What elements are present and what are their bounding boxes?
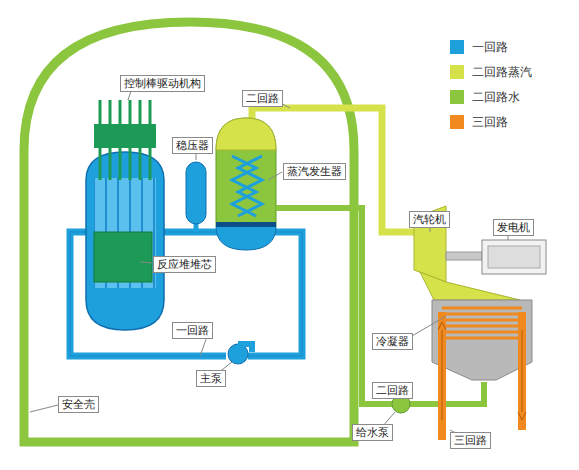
callout-box: 一回路 xyxy=(172,322,213,339)
callout-box: 控制棒驱动机构 xyxy=(120,75,205,92)
legend-swatch xyxy=(450,115,464,129)
pressurizer xyxy=(186,162,206,224)
callout-text: 三回路 xyxy=(454,434,487,447)
generator xyxy=(482,240,546,274)
callout-box: 反应堆堆芯 xyxy=(153,256,216,273)
legend-swatch xyxy=(450,65,464,79)
exhaust-hood xyxy=(420,272,520,300)
containment-wall xyxy=(24,22,354,442)
flow-arrows xyxy=(442,330,522,420)
legend-swatch xyxy=(450,40,464,54)
callout-box: 稳压器 xyxy=(172,137,213,154)
callout-text: 一回路 xyxy=(176,324,209,337)
callout-box: 给水泵 xyxy=(352,424,393,441)
steam-dome xyxy=(216,118,276,150)
legend-text: 一回路 xyxy=(472,40,508,54)
cooling-pipe xyxy=(442,312,522,440)
turbine xyxy=(414,206,446,282)
fuel-assemblies xyxy=(94,178,156,288)
pump-outlet xyxy=(238,344,252,352)
callout-text: 控制棒驱动机构 xyxy=(124,77,201,90)
callout-text: 冷凝器 xyxy=(376,335,409,348)
callout-box: 二回路 xyxy=(242,90,283,107)
callout-box: 蒸汽发生器 xyxy=(283,163,346,180)
legend-text: 二回路蒸汽 xyxy=(472,65,532,79)
shaft xyxy=(446,252,482,260)
callout-box: 三回路 xyxy=(450,432,491,449)
callout-box: 汽轮机 xyxy=(409,211,450,228)
condenser xyxy=(432,300,532,380)
sg-tubes xyxy=(232,156,262,216)
callout-box: 冷凝器 xyxy=(372,333,413,350)
generator-inner xyxy=(488,246,540,268)
callout-text: 发电机 xyxy=(497,221,530,234)
tube-sheet xyxy=(216,222,276,227)
legend-swatch xyxy=(450,90,464,104)
flow-heads xyxy=(438,322,526,420)
callout-text: 二回路 xyxy=(376,384,409,397)
callout-text: 给水泵 xyxy=(356,426,389,439)
legend-text: 二回路水 xyxy=(472,90,520,104)
callout-box: 安全壳 xyxy=(58,396,99,413)
legend-text: 三回路 xyxy=(472,115,508,129)
callout-text: 反应堆堆芯 xyxy=(157,258,212,271)
reactor-core xyxy=(94,232,152,282)
callout-text: 稳压器 xyxy=(176,139,209,152)
callout-box: 二回路 xyxy=(372,382,413,399)
leader-lines xyxy=(30,88,508,438)
callout-text: 汽轮机 xyxy=(413,213,446,226)
reactor-vessel xyxy=(86,152,164,330)
condenser-coils xyxy=(442,308,522,338)
callout-text: 安全壳 xyxy=(62,398,95,411)
callout-text: 主泵 xyxy=(200,372,222,385)
sg-plenum xyxy=(216,226,276,250)
control-rod-drive xyxy=(94,124,156,148)
callout-box: 主泵 xyxy=(196,370,226,387)
callout-box: 发电机 xyxy=(493,219,534,236)
callout-text: 二回路 xyxy=(246,92,279,105)
callout-text: 蒸汽发生器 xyxy=(287,165,342,178)
steam-generator xyxy=(216,118,276,226)
